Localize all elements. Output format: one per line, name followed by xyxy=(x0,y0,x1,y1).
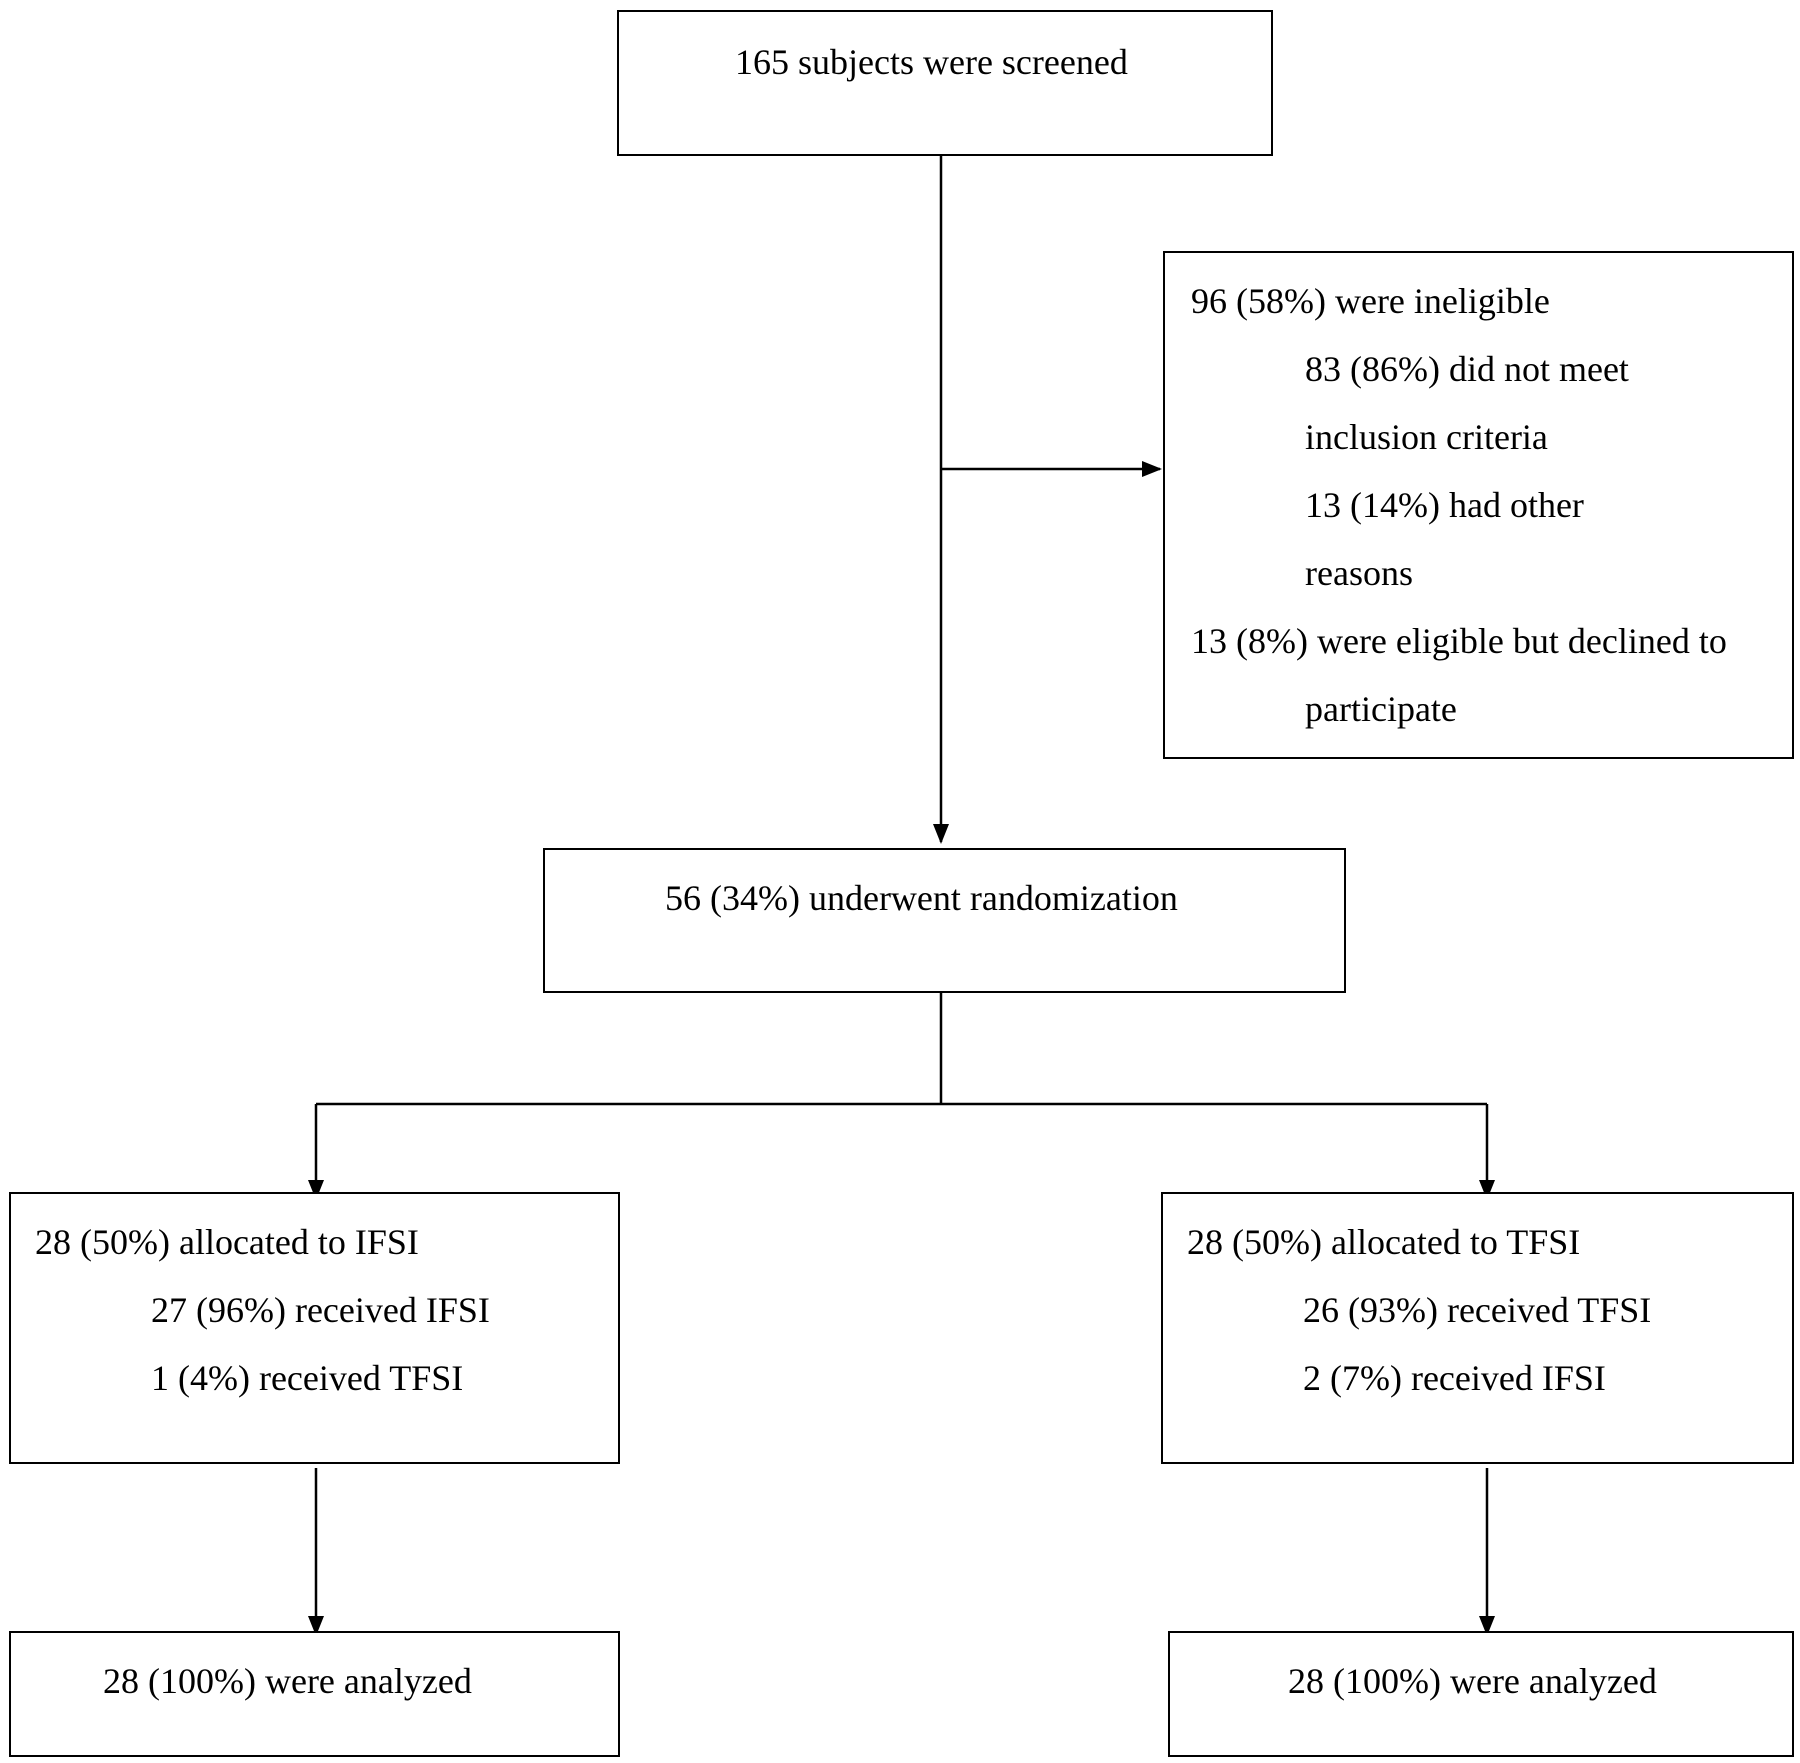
other-reasons-text-line1: 13 (14%) had other xyxy=(1305,485,1584,525)
declined-text-line2: participate xyxy=(1305,689,1457,729)
tfsi-received-tfsi-text: 26 (93%) received TFSI xyxy=(1303,1290,1652,1330)
randomization-box: 56 (34%) underwent randomization xyxy=(543,848,1346,993)
ifsi-analyzed-text: 28 (100%) were analyzed xyxy=(103,1661,472,1701)
ineligible-text: 96 (58%) were ineligible xyxy=(1191,281,1550,321)
tfsi-allocation-box: 28 (50%) allocated to TFSI 26 (93%) rece… xyxy=(1161,1192,1794,1464)
ifsi-analyzed-box: 28 (100%) were analyzed xyxy=(9,1631,620,1757)
ifsi-allocation-box: 28 (50%) allocated to IFSI 27 (96%) rece… xyxy=(9,1192,620,1464)
inclusion-criteria-text-line2: inclusion criteria xyxy=(1305,417,1548,457)
randomization-text: 56 (34%) underwent randomization xyxy=(665,878,1178,918)
declined-text-line1: 13 (8%) were eligible but declined to xyxy=(1191,621,1727,661)
tfsi-allocated-text: 28 (50%) allocated to TFSI xyxy=(1187,1222,1581,1262)
tfsi-analyzed-box: 28 (100%) were analyzed xyxy=(1168,1631,1794,1757)
tfsi-analyzed-text: 28 (100%) were analyzed xyxy=(1288,1661,1657,1701)
other-reasons-text-line2: reasons xyxy=(1305,553,1413,593)
ifsi-allocated-text: 28 (50%) allocated to IFSI xyxy=(35,1222,419,1262)
tfsi-received-ifsi-text: 2 (7%) received IFSI xyxy=(1303,1358,1606,1398)
excluded-box: 96 (58%) were ineligible 83 (86%) did no… xyxy=(1163,251,1794,759)
ifsi-received-tfsi-text: 1 (4%) received TFSI xyxy=(151,1358,464,1398)
screened-text: 165 subjects were screened xyxy=(735,42,1128,82)
ifsi-received-ifsi-text: 27 (96%) received IFSI xyxy=(151,1290,490,1330)
screened-box: 165 subjects were screened xyxy=(617,10,1273,156)
inclusion-criteria-text-line1: 83 (86%) did not meet xyxy=(1305,349,1629,389)
